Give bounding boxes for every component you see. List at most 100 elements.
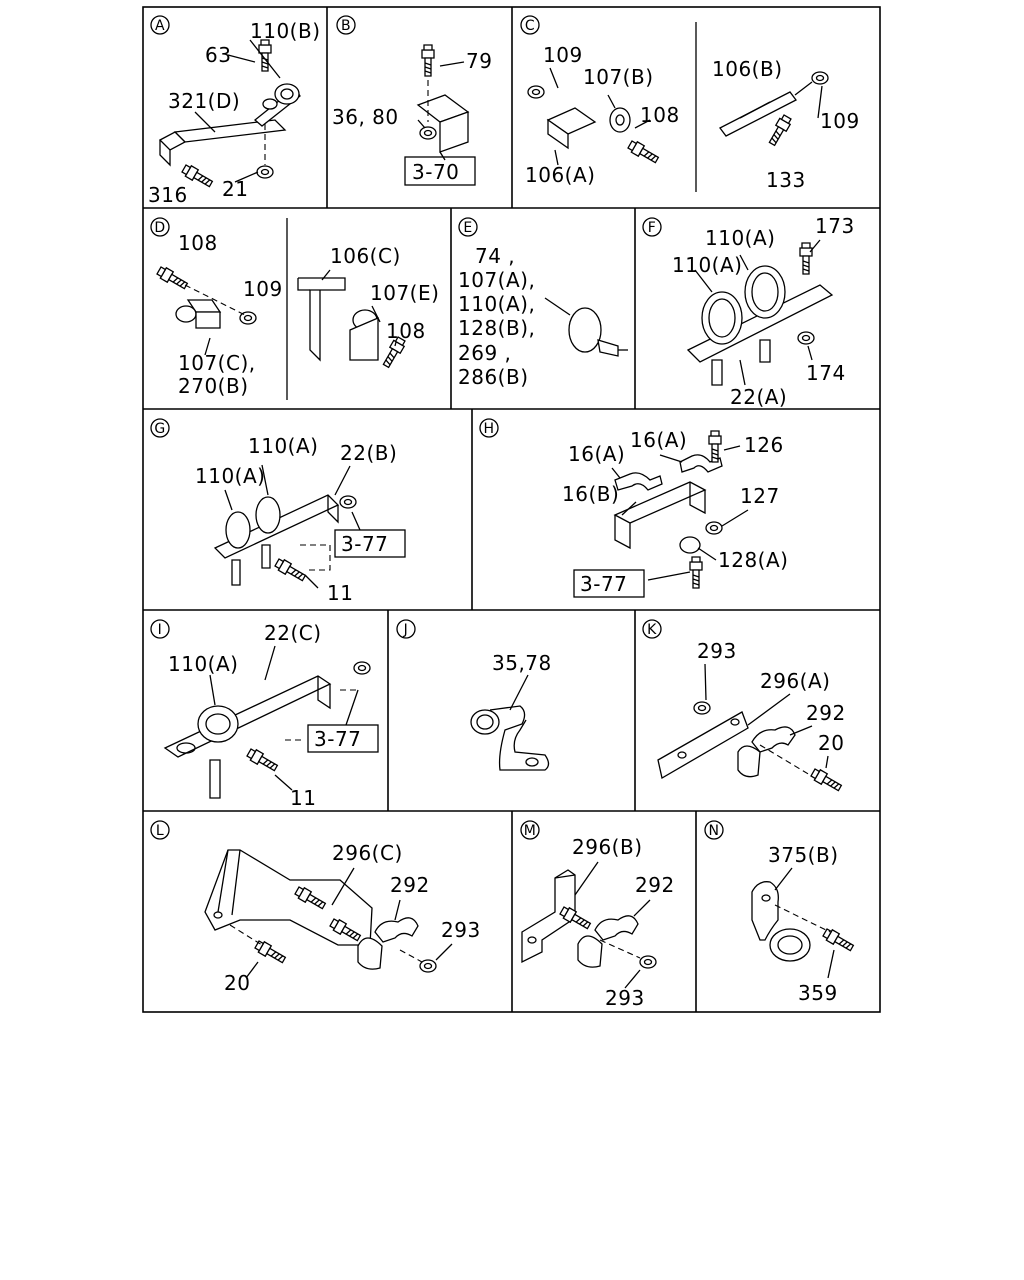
part-label: 11 <box>327 581 353 605</box>
panel-c: C 109 107(B) 108 106(A) 106(B) 109 133 <box>520 15 860 192</box>
part-label: 292 <box>806 701 846 725</box>
panel-letter: E <box>463 220 472 236</box>
part-label: 16(B) <box>562 482 619 506</box>
panel-k: K 293 296(A) 292 20 <box>642 619 846 794</box>
part-label: 63 <box>205 43 231 67</box>
part-label: 21 <box>222 177 248 201</box>
part-label: 108 <box>386 319 426 343</box>
panel-l: L 296(C) 292 293 20 <box>150 820 481 995</box>
bracket-drawing <box>686 239 834 386</box>
part-label: 109 <box>543 43 583 67</box>
panel-h: H 16(A) 16(A) 126 16(B) 127 128(A) 3-77 <box>479 418 788 598</box>
panel-n: N 375(B) 359 <box>704 820 856 1005</box>
part-label: 174 <box>806 361 846 385</box>
bracket-drawing <box>155 264 408 370</box>
reference-box <box>307 724 379 753</box>
bracket-drawing <box>213 464 361 589</box>
part-label: 22(A) <box>730 385 787 409</box>
panel-letter: C <box>525 18 535 34</box>
bracket-drawing <box>416 44 470 161</box>
part-label: 107(E) <box>370 281 439 305</box>
panel-letter: D <box>154 220 165 236</box>
part-label: 16(A) <box>568 442 625 466</box>
part-label: 22(C) <box>264 621 322 645</box>
reference-label: 3-77 <box>314 727 361 751</box>
part-label: 109 <box>820 109 860 133</box>
reference-label: 3-77 <box>341 532 388 556</box>
part-label: 375(B) <box>768 843 839 867</box>
part-label: 173 <box>815 214 855 238</box>
part-label: 127 <box>740 484 780 508</box>
panel-letter: G <box>154 421 165 437</box>
part-label: 107(A), <box>458 268 535 292</box>
part-label: 20 <box>224 971 250 995</box>
part-label: 321(D) <box>168 89 240 113</box>
panel-letter: K <box>647 622 657 638</box>
part-label: 109 <box>243 277 283 301</box>
part-label: 108 <box>640 103 680 127</box>
part-label: 133 <box>766 168 806 192</box>
reference-box <box>573 569 645 598</box>
part-label: 126 <box>744 433 784 457</box>
part-label: 359 <box>798 981 838 1005</box>
part-label: 20 <box>818 731 844 755</box>
part-label: 107(C), <box>178 351 256 375</box>
bracket-drawing <box>204 849 453 979</box>
part-label: 74 , <box>475 244 515 268</box>
panel-letter: J <box>403 622 409 638</box>
part-label: 110(A) <box>195 464 265 488</box>
part-label: 270(B) <box>178 374 249 398</box>
panel-letter: L <box>156 823 164 839</box>
reference-box <box>334 529 406 558</box>
panel-letter: N <box>709 823 720 839</box>
clamp-drawing <box>544 297 628 357</box>
panel-letter: F <box>648 220 657 236</box>
panel-frames <box>142 6 881 1013</box>
bracket-drawing <box>527 67 829 166</box>
part-label: 11 <box>290 786 316 810</box>
part-label: 128(A) <box>718 548 788 572</box>
part-label: 106(C) <box>330 244 401 268</box>
panel-letter: A <box>155 18 165 34</box>
part-label: 110(A) <box>705 226 775 250</box>
bracket-drawing <box>657 663 844 794</box>
part-label: 316 <box>148 183 188 207</box>
panel-letter: M <box>524 823 537 839</box>
part-label: 292 <box>635 873 675 897</box>
reference-label: 3-77 <box>580 572 627 596</box>
panel-e: E 74 , 107(A), 110(A), 128(B), 269 , 286… <box>458 217 628 389</box>
part-label: 110(A), <box>458 292 535 316</box>
part-label: 107(B) <box>583 65 654 89</box>
part-label: 79 <box>466 49 492 73</box>
part-label: 293 <box>441 918 481 942</box>
reference-label: 3-70 <box>412 160 459 184</box>
part-label: 110(A) <box>168 652 238 676</box>
panel-a: A 110(B) 63 321(D) 316 21 <box>148 15 321 207</box>
part-label: 293 <box>697 639 737 663</box>
part-label: 296(C) <box>332 841 403 865</box>
panel-g: G 110(A) 22(B) 110(A) 3-77 11 <box>150 418 406 605</box>
part-label: 106(B) <box>712 57 783 81</box>
part-label: 110(B) <box>250 19 321 43</box>
panel-i: I 22(C) 110(A) 3-77 11 <box>150 619 379 810</box>
reference-box <box>404 156 476 186</box>
part-label: 296(B) <box>572 835 643 859</box>
part-label: 269 , <box>458 341 511 365</box>
part-label: 292 <box>390 873 430 897</box>
part-label: 16(A) <box>630 428 687 452</box>
part-label: 106(A) <box>525 163 595 187</box>
panel-f: F 110(A) 173 110(A) 174 22(A) <box>642 214 855 409</box>
part-label: 128(B), <box>458 316 535 340</box>
bracket-drawing <box>611 430 749 589</box>
bracket-drawing <box>158 39 301 190</box>
part-label: 35,78 <box>492 651 552 675</box>
part-label: 22(B) <box>340 441 397 465</box>
bracket-drawing <box>521 861 657 989</box>
panel-letter: B <box>341 18 351 34</box>
part-label: 286(B) <box>458 365 529 389</box>
panel-j: J 35,78 <box>396 619 552 771</box>
clamp-drawing <box>751 867 856 979</box>
part-label: 296(A) <box>760 669 830 693</box>
part-label: 108 <box>178 231 218 255</box>
